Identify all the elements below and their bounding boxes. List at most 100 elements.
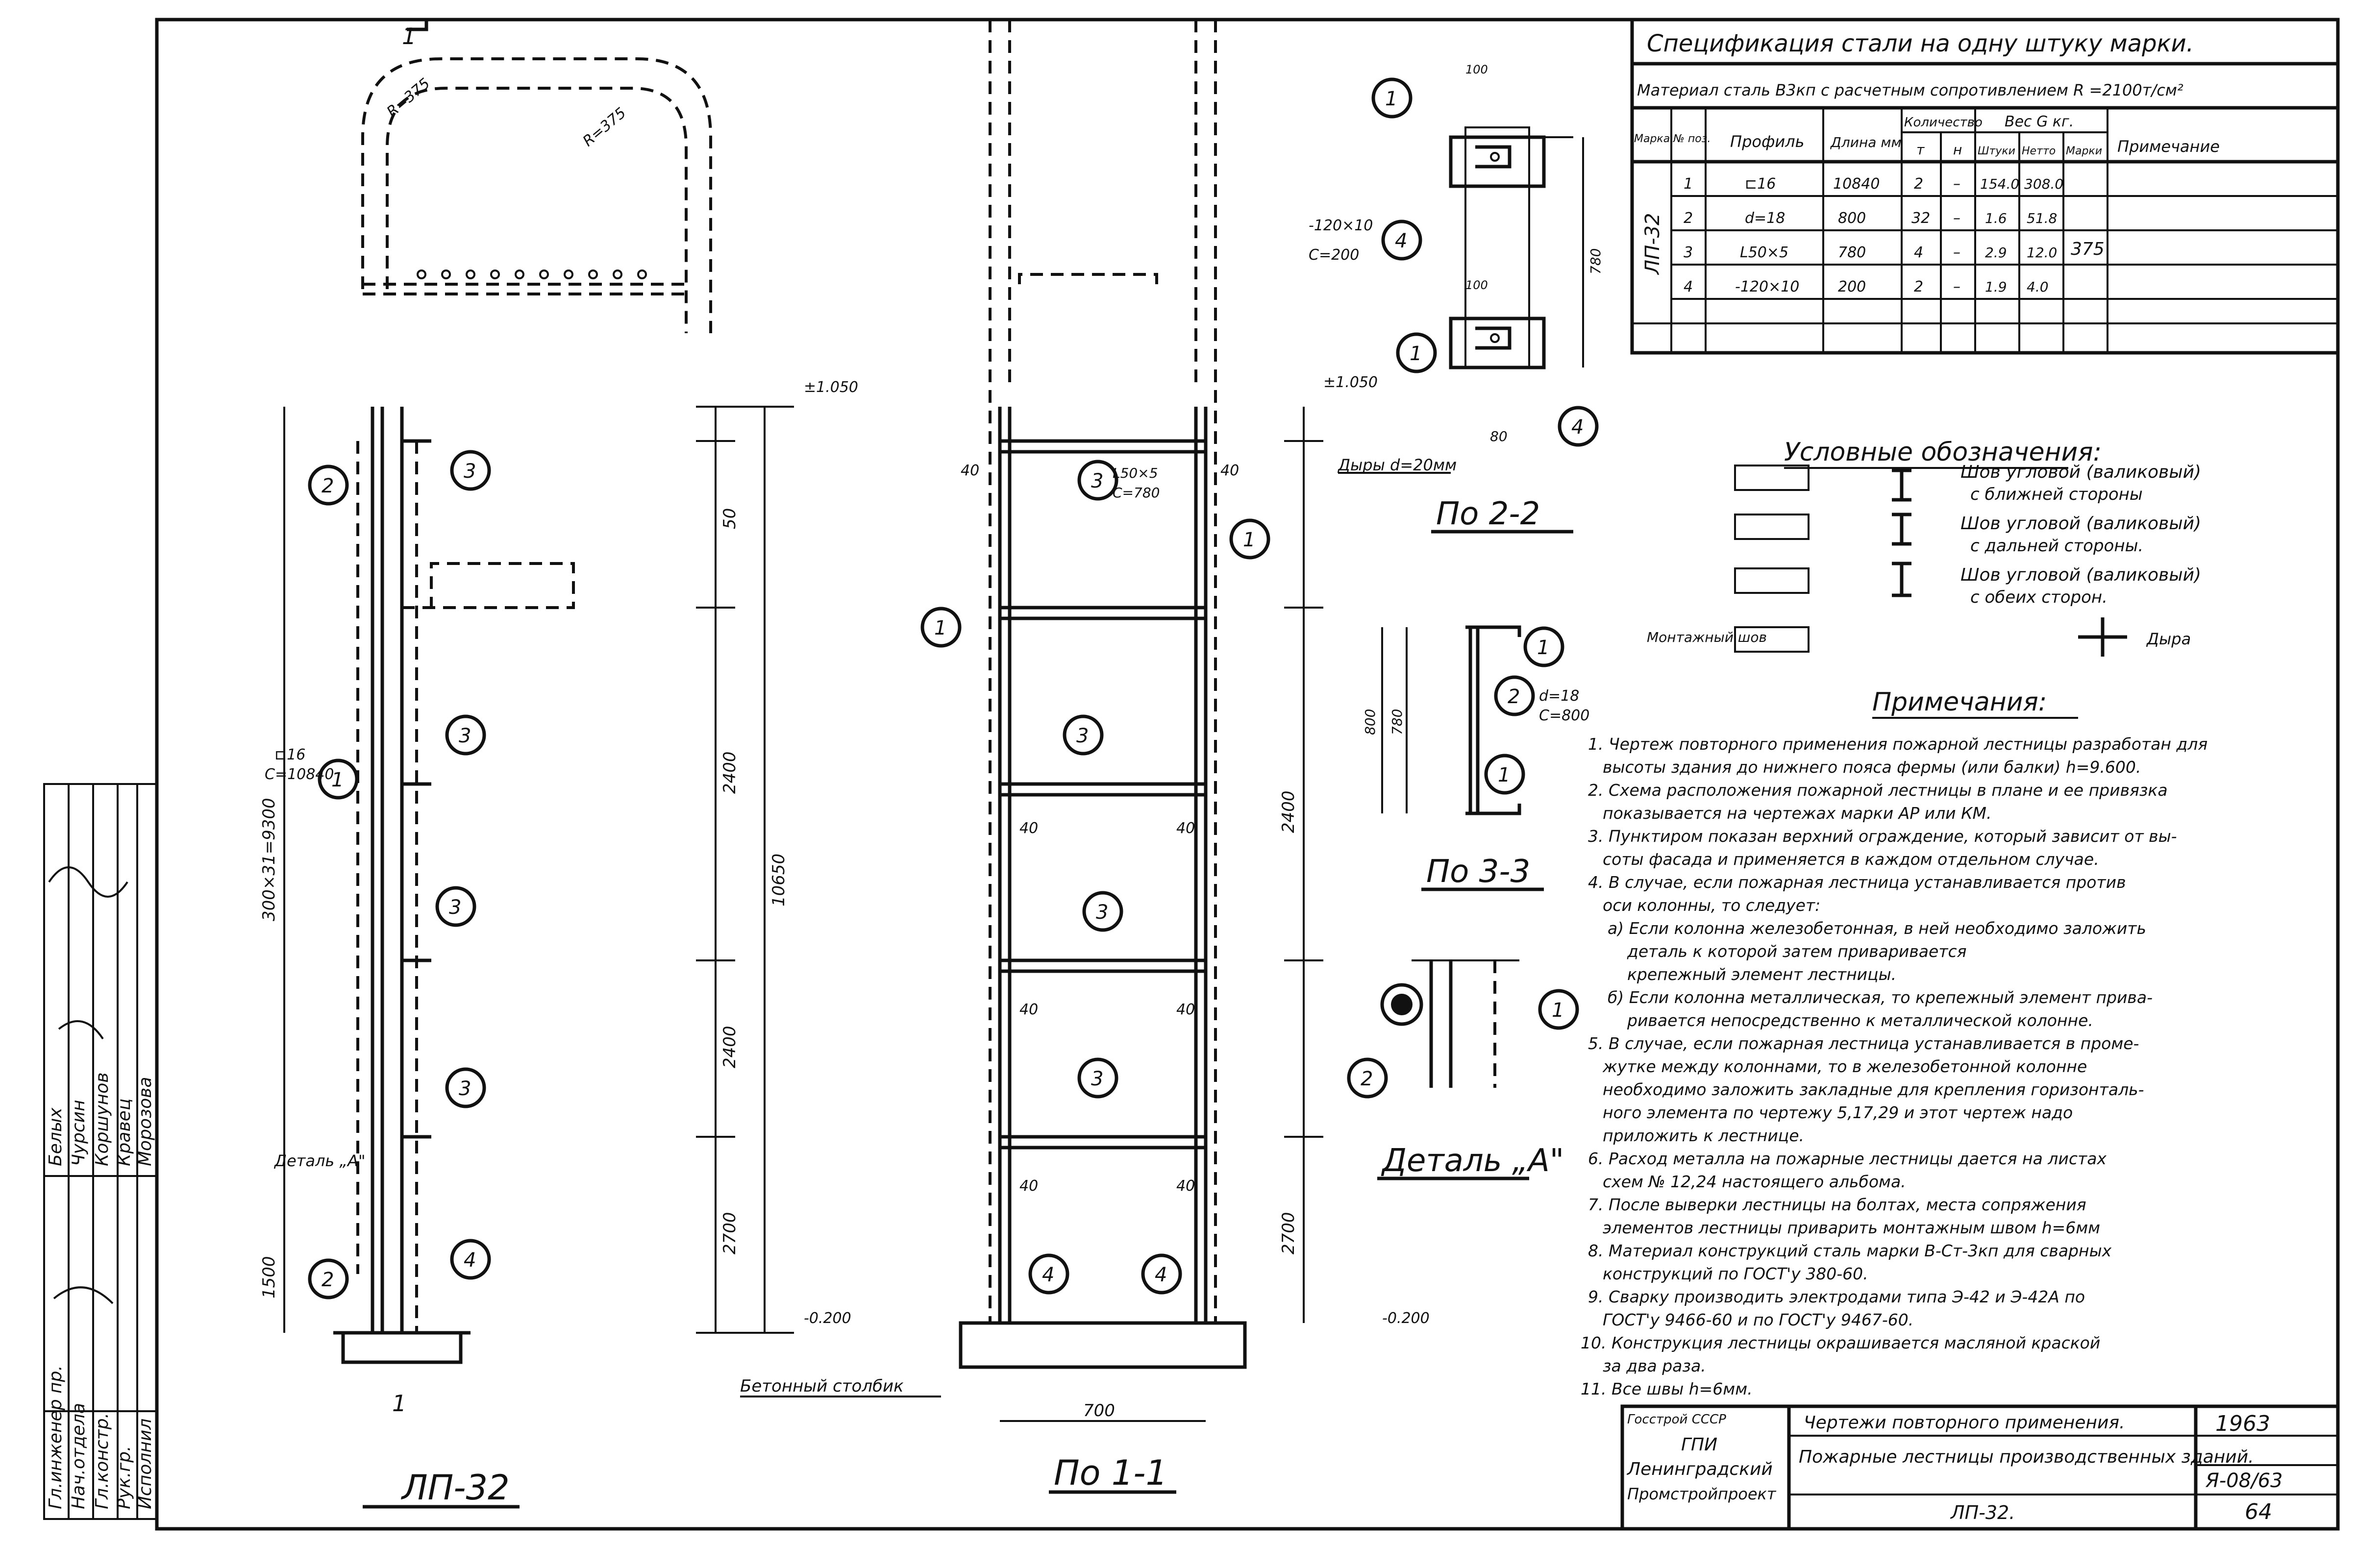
svg-text:1: 1 [1385,88,1397,110]
section-2-2: 780 100 100 1 4 1 4 -120×10 C=200 80 Дыр… [1309,63,1604,534]
svg-text:1: 1 [392,1390,406,1417]
tb-code: Я-08/63 [2205,1470,2283,1492]
note-line: 5. В случае, если пожарная лестница уста… [1588,1034,2139,1053]
svg-text:1.9: 1.9 [1985,279,2007,295]
svg-text:51.8: 51.8 [2027,210,2057,226]
tb-year: 1963 [2215,1411,2270,1436]
note-line: 9. Сварку производить электродами типа Э… [1588,1287,2085,1306]
side-role-4: Исполнил [135,1419,155,1509]
weld-near-icon [1892,468,1911,502]
svg-text:10840: 10840 [1833,175,1880,193]
level-top-main: ±1.050 [804,379,858,396]
svg-text:4: 4 [1155,1264,1167,1286]
svg-text:12.0: 12.0 [2027,245,2057,261]
svg-text:2: 2 [1684,210,1693,227]
level-top-sec11: ±1.050 [1323,374,1378,391]
sec11-rungs [998,439,1208,1150]
svg-text:–: – [1953,210,1960,227]
spec-title: Спецификация стали на одну штуку марки. [1647,30,2194,57]
svg-text:4: 4 [1042,1264,1054,1286]
svg-text:780: 780 [1587,248,1604,274]
holes-label: Дыры d=20мм [1337,456,1457,474]
svg-text:Вес G кг.: Вес G кг. [2005,113,2074,130]
top-fence-inner [386,87,688,333]
notes-title: Примечания: [1872,687,2047,717]
svg-text:с обеих сторон.: с обеих сторон. [1970,588,2108,607]
note-line: б) Если колонна металлическая, то крепеж… [1608,988,2153,1007]
main-view-lp32: R=375 R=375 1 50 2400 2400 2700 10650 [259,20,858,1509]
svg-text:1: 1 [331,769,344,791]
side-name-2: Коршунов [92,1073,112,1166]
top-fence-outer [361,57,712,333]
svg-text:3: 3 [459,725,471,747]
legend-item-2: Шов угловой (валиковый) с дальней сторон… [1734,513,2201,556]
note-line: показывается на чертежах марки АР или КМ… [1603,804,1992,823]
plate-label: -120×10 [1309,217,1373,234]
dim-2700: 2700 [720,1212,740,1254]
svg-text:с дальней стороны.: с дальней стороны. [1970,536,2143,556]
svg-text:d=18: d=18 [1745,210,1785,227]
tb-org2: ГПИ [1681,1435,1717,1455]
section11-title: По 1-1 [1054,1453,1167,1493]
svg-text:№ поз.: № поз. [1673,133,1711,145]
svg-text:Нетто: Нетто [2022,145,2056,157]
note-line: ного элемента по чертежу 5,17,29 и этот … [1603,1103,2073,1122]
rung-c-label: C=800 [1539,707,1589,724]
svg-text:Шов угловой (валиковый): Шов угловой (валиковый) [1960,462,2201,482]
level-bot-main: -0.200 [804,1310,851,1327]
svg-text:1: 1 [1243,529,1255,551]
note-line: соты фасада и применяется в каждом отдел… [1603,850,2099,869]
spec-row-4: 4 -120×10 200 2 – 1.9 4.0 [1684,278,2049,295]
side-name-4: Морозова [135,1077,155,1166]
svg-text:40: 40 [1019,1177,1038,1195]
tb-line2: Пожарные лестницы производственных здани… [1799,1447,2254,1467]
svg-text:800: 800 [1838,210,1866,227]
svg-text:Штуки: Штуки [1978,145,2015,157]
side-role-1: Нач.отдела [69,1403,89,1509]
sheet-frame [155,18,2340,1531]
main-view-title: ЛП-32 [400,1468,510,1508]
note-line: высоты здания до нижнего пояса фермы (ил… [1603,758,2141,777]
svg-text:308.0: 308.0 [2024,176,2063,192]
svg-text:1: 1 [402,23,416,49]
svg-text:40: 40 [1220,462,1239,479]
note-line: 11. Все швы h=6мм. [1581,1379,1753,1398]
svg-text:3: 3 [449,896,461,919]
side-role-3: Рук.гр. [114,1446,134,1509]
note-line: 7. После выверки лестницы на болтах, мес… [1588,1195,2086,1214]
note-line: 3. Пунктиром показан верхний ограждение,… [1588,827,2177,846]
svg-text:Шов угловой (валиковый): Шов угловой (валиковый) [1960,514,2201,534]
svg-text:780: 780 [1838,244,1866,261]
mount-weld-icon [1734,626,1810,653]
svg-text:2: 2 [1914,175,1923,193]
callouts-main: 2 3 1 3 3 3 2 4 [308,450,491,1299]
detail-a-ref: Деталь „А" [273,1152,366,1170]
spec-row-1: 1 ⊏16 10840 2 – 154.0 308.0 [1684,175,2063,193]
fence-rungs [417,270,647,279]
svg-text:–: – [1953,278,1960,295]
svg-text:Профиль: Профиль [1730,132,1804,151]
sec11-width: 700 [1083,1401,1115,1421]
legend-mount: Монтажный шов [1647,629,1767,645]
svg-text:3: 3 [464,460,476,483]
svg-text:н: н [1953,142,1962,158]
detail-a-title: Деталь „А" [1381,1143,1564,1179]
note-line: ривается непосредственно к металлической… [1627,1011,2093,1030]
svg-text:154.0: 154.0 [1980,176,2019,192]
note-line: за два раза. [1603,1356,1706,1375]
svg-text:40: 40 [1176,1177,1195,1195]
plate-c-label: C=200 [1309,246,1359,264]
side-name-3: Кравец [114,1099,134,1166]
spec-mark-weight: 375 [2071,239,2105,259]
legend-title: Условные обозначения: [1784,438,2102,467]
svg-text:3: 3 [1091,470,1103,492]
note-line: оси колонны, то следует: [1603,896,1820,915]
legend-hole: Дыра [2146,630,2191,648]
note-line: приложить к лестнице. [1603,1126,1804,1145]
note-line: 2. Схема расположения пожарной лестницы … [1588,781,2168,800]
svg-text:50: 50 [720,508,740,529]
svg-text:Марки: Марки [2066,145,2102,157]
svg-text:2: 2 [322,475,334,497]
notes: Примечания: 1. Чертеж повторного примене… [1581,687,2207,1398]
svg-text:2: 2 [1508,686,1520,708]
